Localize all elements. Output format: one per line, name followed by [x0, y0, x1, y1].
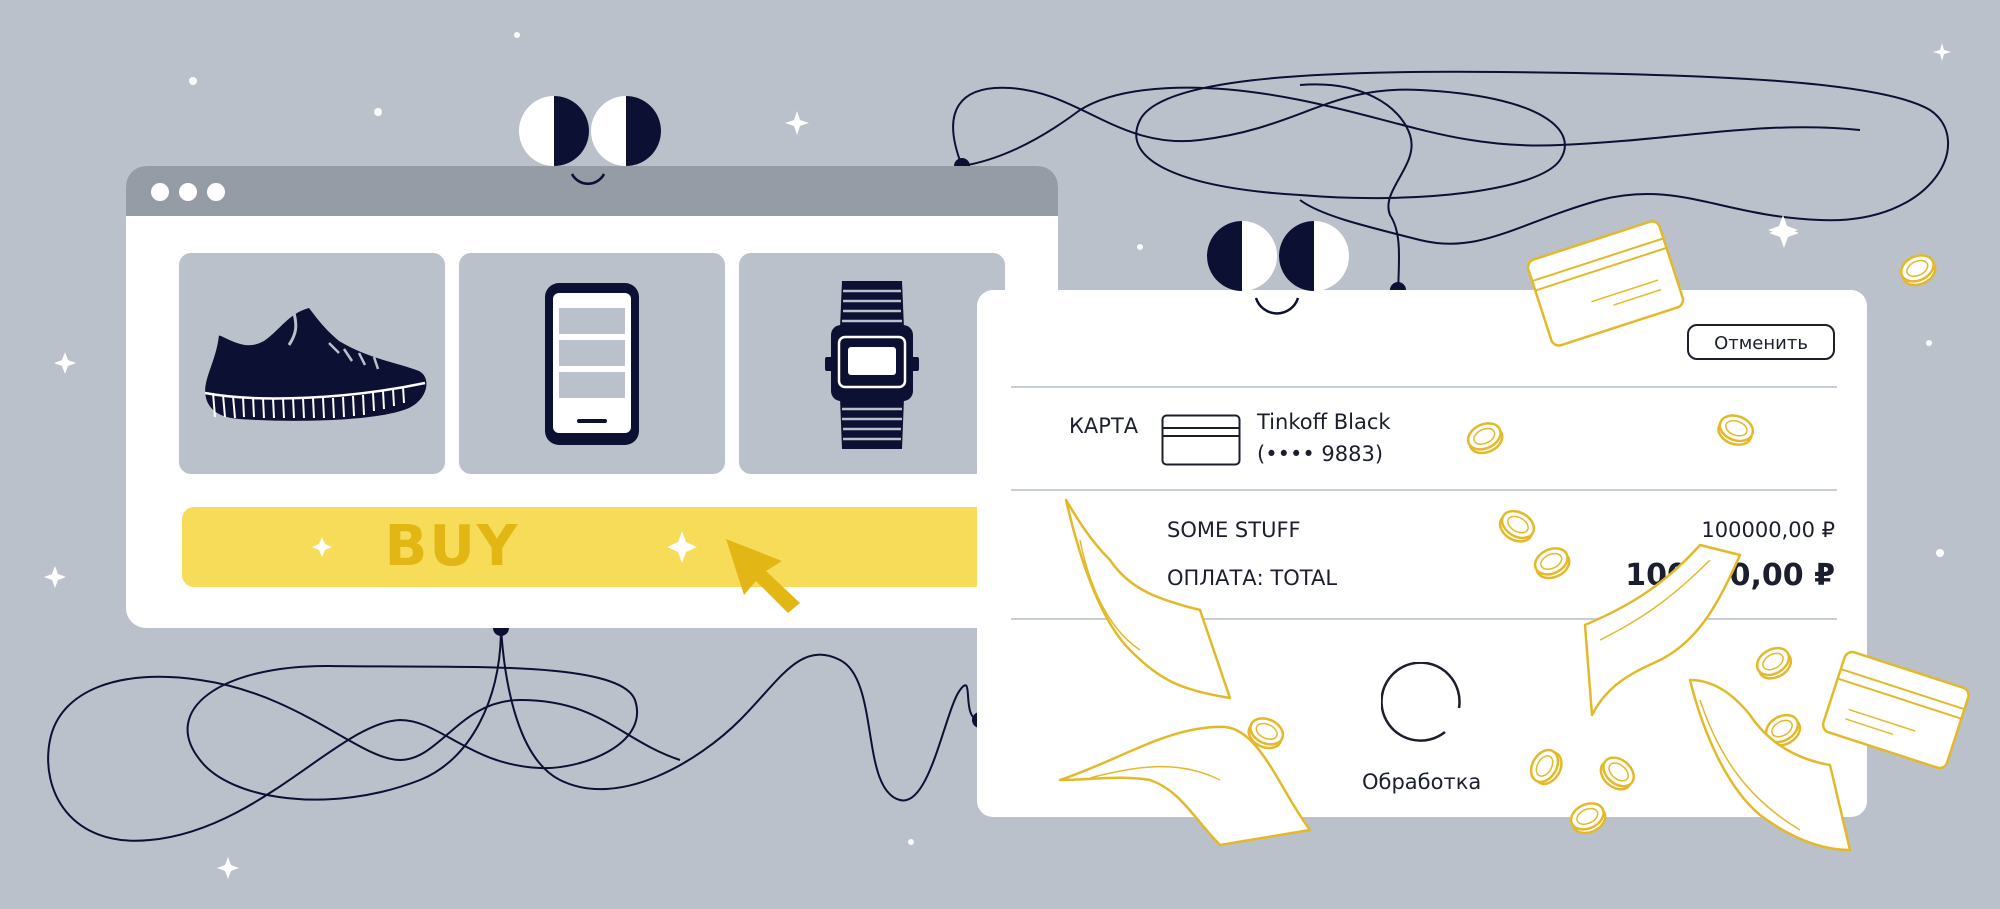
sneaker-icon: [204, 308, 427, 421]
product-tile-watch[interactable]: [739, 253, 1005, 474]
spinner-icon: [1381, 662, 1461, 742]
window-title-bar: [126, 166, 1058, 216]
divider: [1011, 386, 1837, 388]
credit-card-icon: [1821, 650, 1970, 770]
banknote-icon: [1058, 498, 1852, 852]
status-label: Обработка: [1362, 770, 1482, 794]
character-eyes-right: [1207, 221, 1349, 315]
product-tile-sneaker[interactable]: [179, 253, 445, 474]
sparkle-icon: [312, 531, 697, 563]
wire-top-b: [961, 86, 1861, 167]
window-dot[interactable]: [207, 183, 225, 201]
buy-button[interactable]: BUY: [182, 507, 1058, 587]
item-label: SOME STUFF: [1167, 518, 1301, 542]
card-label: КАРТА: [1069, 414, 1139, 438]
wire-top-c: [1299, 83, 1413, 291]
credit-card-icon: [1526, 220, 1685, 347]
shop-window: BUY: [126, 166, 1058, 628]
card-number: (•••• 9883): [1257, 442, 1384, 466]
credit-card-icon: [1161, 414, 1241, 466]
wire-bottom-b: [500, 627, 981, 802]
watch-icon: [825, 281, 919, 449]
buy-button-label: BUY: [384, 514, 520, 579]
wire-bottom: [47, 627, 681, 842]
cursor-icon: [726, 539, 800, 613]
total-label: ОПЛАТА: TOTAL: [1167, 566, 1338, 590]
cancel-button[interactable]: Отменить: [1687, 324, 1835, 360]
window-dot[interactable]: [179, 183, 197, 201]
divider: [1011, 489, 1837, 491]
item-amount: 100000,00 ₽: [1701, 518, 1835, 542]
character-eyes-left: [519, 96, 661, 185]
card-name: Tinkoff Black: [1257, 410, 1391, 434]
divider: [1011, 618, 1837, 620]
window-dot[interactable]: [151, 183, 169, 201]
wire-top: [952, 70, 1949, 245]
smartphone-icon: [545, 283, 639, 445]
product-tile-smartphone[interactable]: [459, 253, 725, 474]
